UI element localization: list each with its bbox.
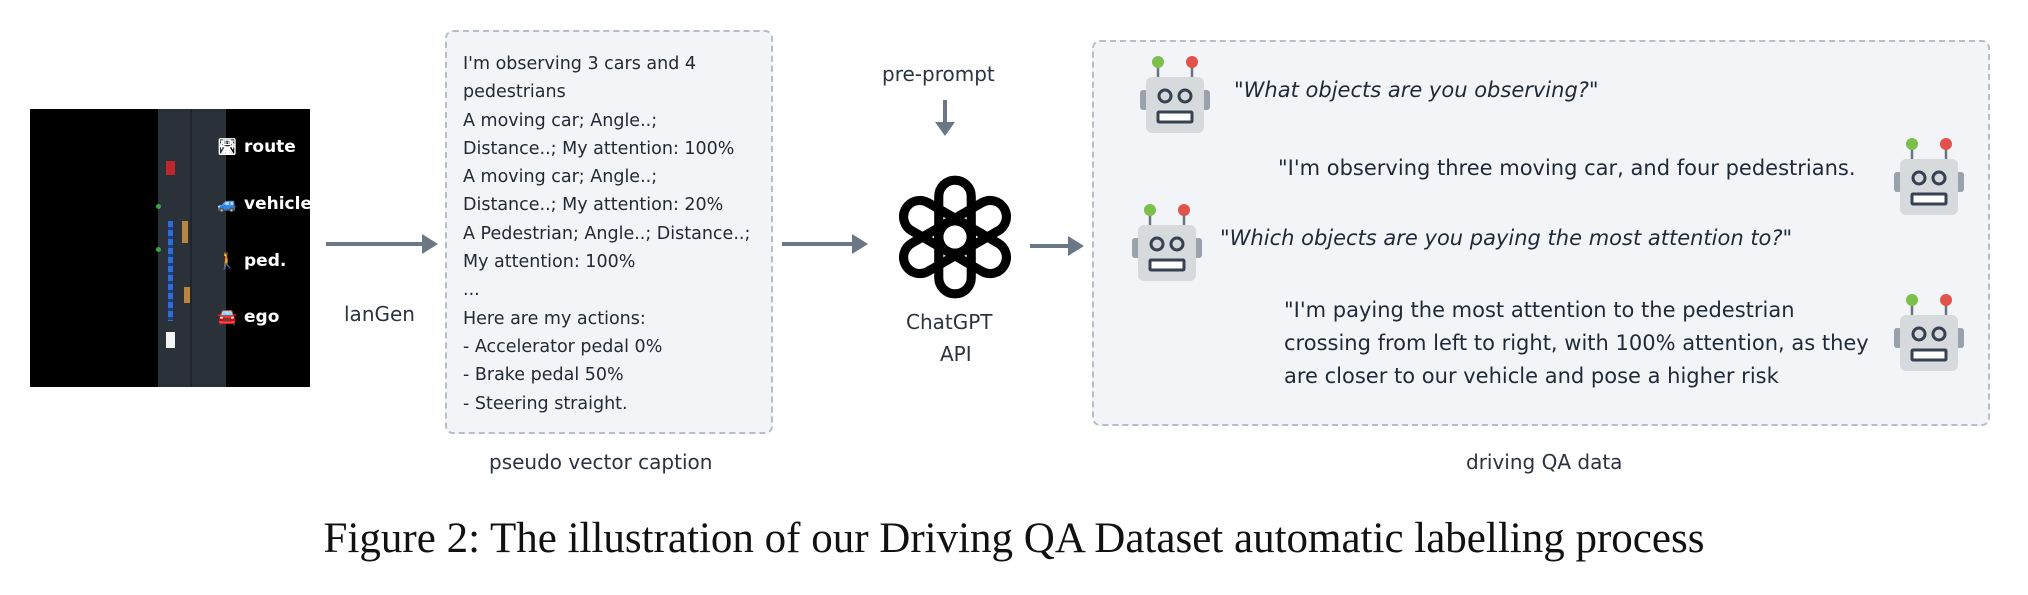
qa-box-title: driving QA data	[1466, 450, 1622, 474]
legend-label: vehicle	[244, 194, 312, 214]
question-1: "What objects are you observing?"	[1234, 74, 1599, 106]
other-vehicle-marker	[166, 161, 175, 175]
robot-icon	[1128, 200, 1206, 286]
caption-line: A moving car; Angle..;	[463, 163, 757, 191]
ego-route-trail	[168, 221, 173, 321]
caption-line: pedestrians	[463, 78, 757, 106]
answer-2-line-3: are closer to our vehicle and pose a hig…	[1284, 360, 1779, 392]
road-divider	[190, 109, 192, 387]
arrow-right	[326, 242, 434, 246]
chatgpt-api-label: API	[940, 342, 972, 366]
arrow-right	[782, 242, 864, 246]
legend-item-route: 🛣 route	[216, 137, 296, 157]
legend-label: ego	[244, 307, 279, 327]
robot-icon	[1890, 134, 1968, 220]
figure-caption: Figure 2: The illustration of our Drivin…	[0, 514, 2028, 563]
caption-line: I'm observing 3 cars and 4	[463, 50, 757, 78]
caption-line: A Pedestrian; Angle..; Distance..;	[463, 220, 757, 248]
legend-item-vehicle: 🚙 vehicle	[216, 194, 312, 214]
pedestrian-marker	[184, 287, 190, 303]
route-marker	[156, 247, 161, 252]
robot-icon	[1136, 52, 1214, 138]
pedestrian-icon: 🚶	[216, 253, 238, 269]
chatgpt-logo-icon	[888, 170, 1022, 304]
legend-label: ped.	[244, 251, 286, 271]
arrow-down	[943, 100, 947, 132]
legend-item-pedestrian: 🚶 ped.	[216, 251, 286, 271]
caption-line: Here are my actions:	[463, 305, 757, 333]
driving-scene-image: 🛣 route 🚙 vehicle 🚶 ped. 🚘 ego	[30, 109, 310, 387]
caption-line: - Accelerator pedal 0%	[463, 333, 757, 361]
driving-qa-box: "What objects are you observing?" "I'm o…	[1092, 40, 1990, 426]
legend-item-ego: 🚘 ego	[216, 307, 279, 327]
answer-2-line-1: "I'm paying the most attention to the pe…	[1284, 294, 1795, 326]
answer-2-line-2: crossing from left to right, with 100% a…	[1284, 327, 1869, 359]
chatgpt-label: ChatGPT	[906, 310, 993, 334]
preprompt-label: pre-prompt	[882, 62, 995, 86]
question-2: "Which objects are you paying the most a…	[1220, 222, 1792, 254]
caption-line: ...	[463, 276, 757, 304]
pedestrian-marker	[182, 221, 188, 243]
caption-box-title: pseudo vector caption	[489, 450, 712, 474]
arrow-right	[1030, 244, 1080, 248]
caption-line: Distance..; My attention: 100%	[463, 135, 757, 163]
langen-label: lanGen	[344, 302, 415, 326]
legend-label: route	[244, 137, 296, 157]
caption-line: Distance..; My attention: 20%	[463, 191, 757, 219]
ego-car-icon: 🚘	[216, 309, 238, 325]
ego-vehicle-marker	[166, 332, 175, 348]
caption-line: My attention: 100%	[463, 248, 757, 276]
route-icon: 🛣	[216, 139, 238, 155]
caption-line: - Brake pedal 50%	[463, 361, 757, 389]
route-marker	[156, 204, 161, 209]
answer-1: "I'm observing three moving car, and fou…	[1278, 152, 1856, 184]
robot-icon	[1890, 290, 1968, 376]
caption-line: A moving car; Angle..;	[463, 107, 757, 135]
vehicle-icon: 🚙	[216, 196, 238, 212]
caption-line: - Steering straight.	[463, 390, 757, 418]
